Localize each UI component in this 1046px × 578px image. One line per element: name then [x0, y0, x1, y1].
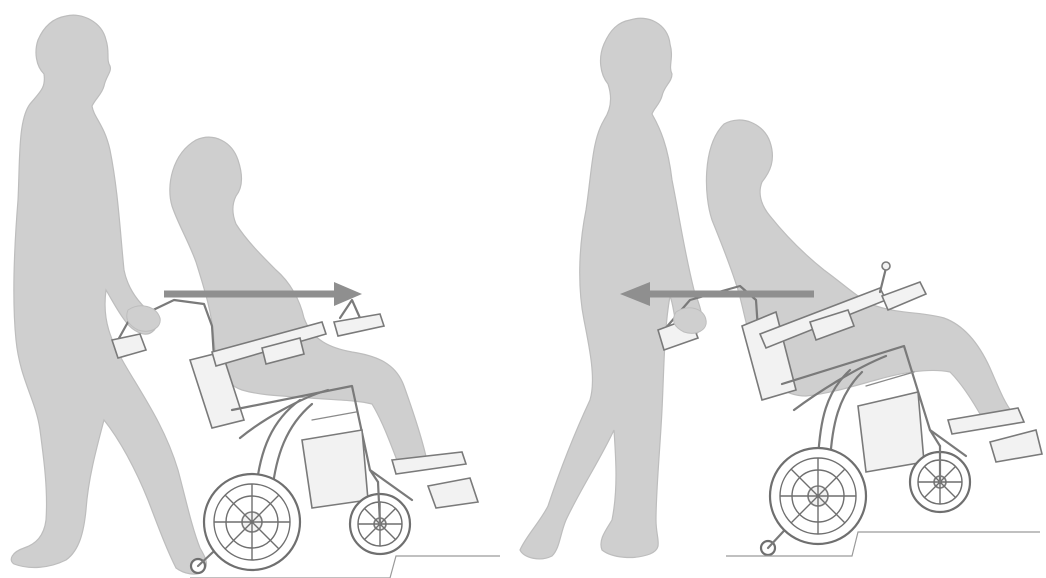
- rear-wheel-right: [770, 448, 866, 544]
- panel-left: [11, 15, 500, 578]
- panel-right: [520, 18, 1042, 559]
- rear-wheel-left: [204, 474, 300, 570]
- woman-silhouette-left: [170, 137, 428, 471]
- man-silhouette-right: [520, 18, 702, 559]
